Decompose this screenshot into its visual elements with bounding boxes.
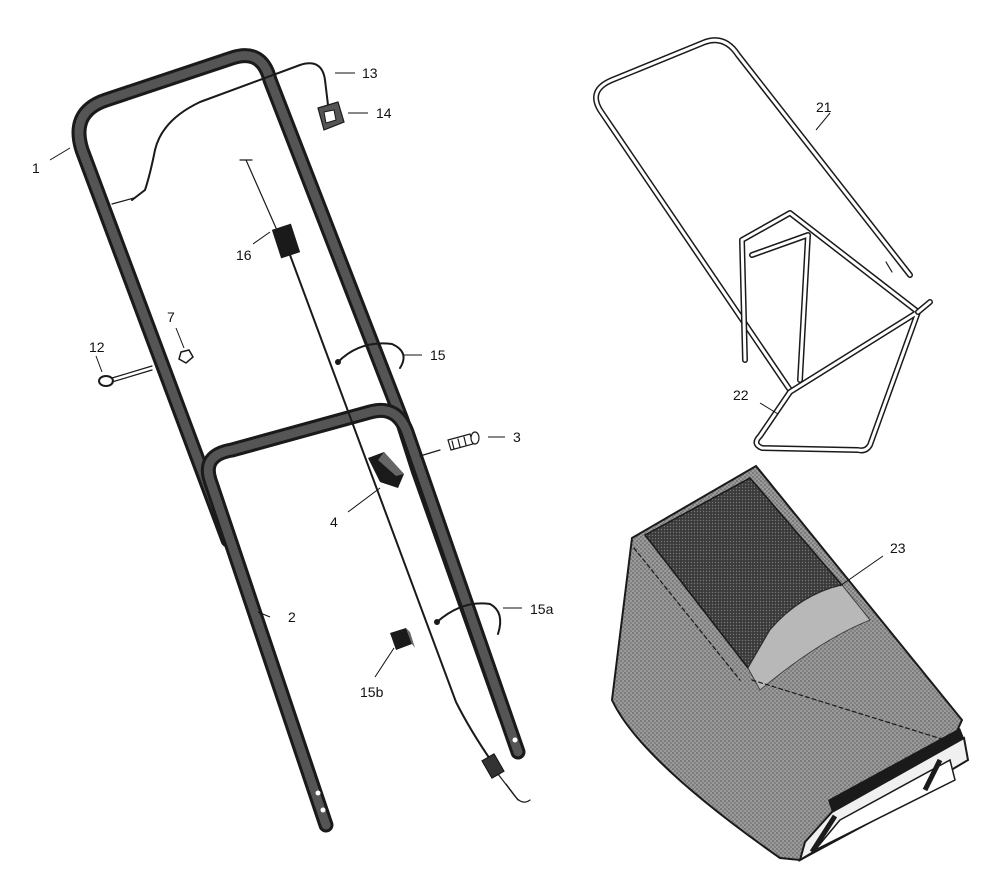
callout-16: 16 [236, 247, 252, 263]
callout-22: 22 [733, 387, 749, 403]
handle-screw [419, 431, 480, 457]
callout-15a: 15a [530, 601, 554, 617]
grass-bag [610, 464, 970, 863]
callout-12: 12 [89, 339, 105, 355]
callout-23: 23 [890, 540, 906, 556]
callout-3: 3 [513, 429, 521, 445]
upper-handle [71, 48, 513, 723]
upper-control-cable [111, 62, 329, 205]
callout-13: 13 [362, 65, 378, 81]
cable-tie [335, 342, 405, 369]
handle-bolt-and-nut [98, 349, 194, 387]
callout-4: 4 [330, 514, 338, 530]
handle-knob [368, 452, 404, 488]
callout-labels: 1 2 3 4 7 12 13 14 15 15a 15b 16 21 22 2… [32, 65, 906, 700]
grass-bag-frame [593, 37, 913, 393]
callout-15: 15 [430, 347, 446, 363]
callout-15b: 15b [360, 684, 384, 700]
cable-tie-a [434, 602, 502, 635]
lower-handle [200, 402, 526, 833]
lower-control-cable [239, 159, 531, 803]
cable-clip [317, 101, 345, 131]
leader-lines [49, 72, 884, 678]
bag-lower-frame [739, 210, 933, 454]
callout-7: 7 [167, 309, 175, 325]
callout-21: 21 [816, 99, 832, 115]
callout-14: 14 [376, 105, 392, 121]
callout-1: 1 [32, 160, 40, 176]
cable-clamp [390, 628, 415, 650]
callout-2: 2 [288, 609, 296, 625]
